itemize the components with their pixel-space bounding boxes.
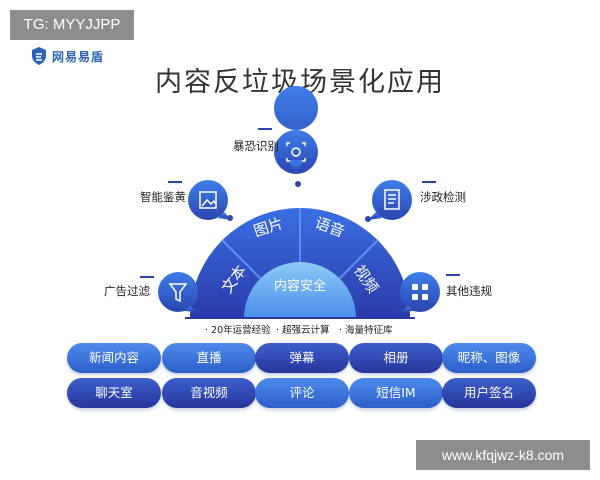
label-politics: 涉政检测 bbox=[420, 190, 466, 204]
scene-nickname: 昵称、图像 bbox=[442, 343, 536, 373]
funnel-icon bbox=[168, 283, 188, 303]
bubble-ads bbox=[140, 272, 198, 312]
feature-experience: · 20年运营经验 bbox=[205, 325, 271, 336]
label-other: 其他违规 bbox=[446, 284, 492, 298]
scene-sms: 短信IM bbox=[349, 378, 443, 408]
scene-chatroom: 聊天室 bbox=[67, 378, 161, 408]
feature-library: · 海量特征库 bbox=[339, 325, 393, 336]
scene-comment: 评论 bbox=[255, 378, 349, 408]
document-icon bbox=[384, 189, 400, 210]
label-terror: 暴恐识别 bbox=[233, 139, 279, 153]
connector-dot bbox=[397, 306, 403, 312]
scene-av: 音视频 bbox=[162, 378, 256, 408]
grid-icon bbox=[412, 284, 428, 300]
bubble-porn bbox=[168, 180, 232, 220]
bubble-terror bbox=[258, 86, 319, 174]
logo-text: 网易易盾 bbox=[52, 49, 105, 64]
scene-signature: 用户签名 bbox=[442, 378, 536, 408]
label-ads: 广告过滤 bbox=[104, 284, 150, 298]
scene-danmaku: 弹幕 bbox=[255, 343, 349, 373]
scene-live: 直播 bbox=[162, 343, 256, 373]
inner-core bbox=[244, 262, 356, 318]
connector-dot bbox=[295, 181, 301, 187]
connector-dot bbox=[365, 216, 371, 222]
bubble-politics bbox=[368, 180, 436, 220]
logo-shield-icon bbox=[32, 47, 46, 65]
scene-news: 新闻内容 bbox=[67, 343, 161, 373]
scene-album: 相册 bbox=[349, 343, 443, 373]
logo: 网易易盾 bbox=[30, 44, 104, 68]
connector-dot bbox=[195, 307, 201, 313]
scan-face-icon bbox=[286, 142, 306, 162]
center-label: 内容安全 bbox=[274, 278, 326, 294]
feature-cloud: · 超强云计算 bbox=[276, 325, 330, 336]
bubble-other bbox=[400, 272, 460, 312]
label-porn: 智能鉴黄 bbox=[140, 190, 186, 204]
watermark-bottom: www.kfqjwz-k8.com bbox=[416, 440, 590, 470]
watermark-top: TG: MYYJJPP bbox=[10, 10, 134, 40]
image-review-icon bbox=[199, 191, 217, 209]
